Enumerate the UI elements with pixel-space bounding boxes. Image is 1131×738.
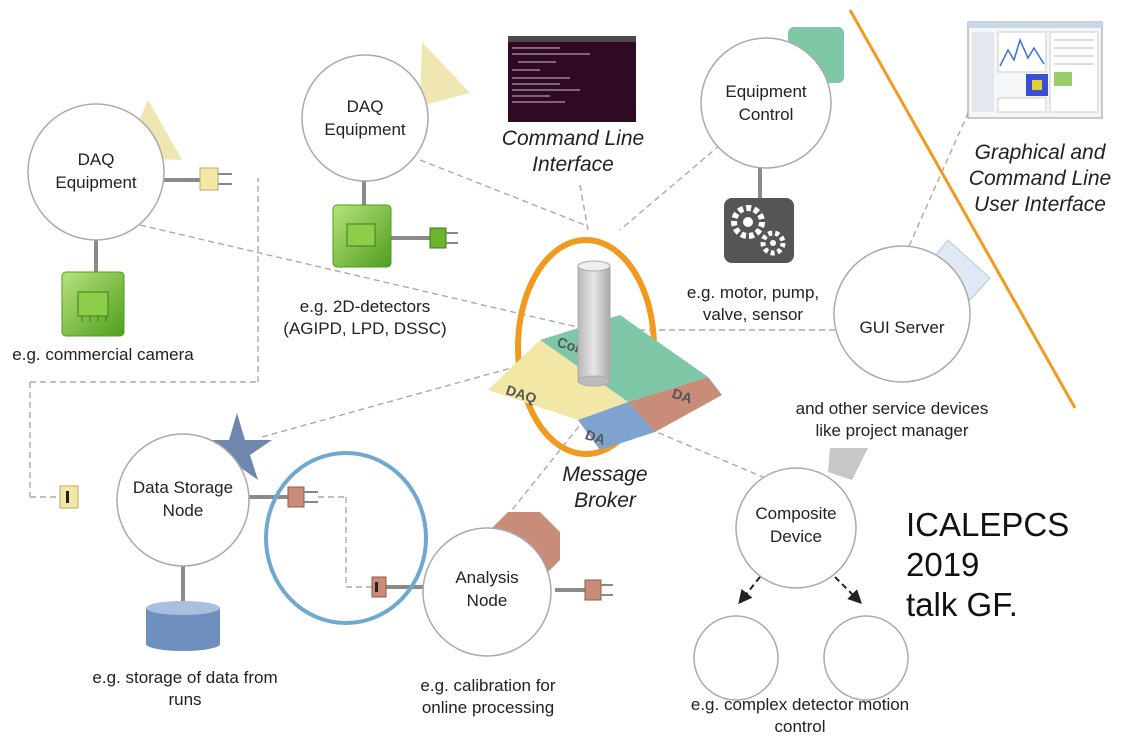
daq-equipment-center-label: DAQ Equipment bbox=[324, 97, 406, 139]
gui-separator-line bbox=[848, 9, 1077, 409]
plug-icon bbox=[584, 579, 613, 601]
triangle-icon bbox=[420, 42, 470, 106]
gui-server-label: GUI Server bbox=[859, 318, 945, 337]
data-storage-label: Data Storage Node bbox=[132, 478, 234, 520]
daq-equipment-left-label: DAQ Equipment bbox=[55, 150, 137, 192]
database-icon bbox=[146, 601, 220, 651]
node-connectors bbox=[94, 167, 762, 608]
equipment-examples-label: e.g. motor, pump, valve, sensor bbox=[686, 283, 820, 324]
equipment-control-node bbox=[700, 37, 832, 169]
commercial-camera-label: e.g. commercial camera bbox=[12, 345, 194, 364]
terminal-screenshot bbox=[508, 36, 636, 122]
data-storage-node bbox=[116, 433, 250, 567]
gui-screenshot bbox=[967, 21, 1103, 119]
daq-equipment-left-node bbox=[27, 103, 165, 241]
conference-label: ICALEPCS 2019 talk GF. bbox=[906, 506, 1070, 623]
analysis-node-label: Analysis Node bbox=[455, 568, 519, 610]
chevron-shape-icon bbox=[828, 448, 868, 480]
service-devices-label: and other service devices like project m… bbox=[795, 399, 989, 440]
broker-cylinder-icon bbox=[577, 260, 611, 387]
arrow-to-child-left bbox=[738, 576, 761, 605]
plug-icon bbox=[59, 485, 79, 509]
plug-icon bbox=[429, 227, 458, 249]
equipment-control-label: Equipment Control bbox=[725, 82, 807, 124]
star-icon bbox=[202, 413, 272, 480]
plug-icon bbox=[199, 167, 232, 191]
composite-device-label: Composite Device bbox=[755, 504, 837, 546]
child-device-node-left bbox=[693, 615, 779, 701]
plug-icon bbox=[287, 486, 318, 508]
gears-icon bbox=[724, 198, 794, 263]
gui-cli-label: Graphical and Command Line User Interfac… bbox=[968, 141, 1112, 216]
detectors-2d-label: e.g. 2D-detectors (AGIPD, LPD, DSSC) bbox=[283, 297, 447, 338]
plug-icon bbox=[371, 576, 387, 598]
composite-device-node bbox=[735, 467, 857, 589]
child-device-node-right bbox=[823, 615, 909, 701]
puzzle-label-da: DA bbox=[670, 385, 694, 406]
calibration-label: e.g. calibration for online processing bbox=[420, 676, 556, 717]
daq-equipment-center-node bbox=[301, 54, 429, 182]
arrow-to-child-right bbox=[834, 576, 862, 604]
analysis-node bbox=[422, 527, 552, 657]
cli-label: Command Line Interface bbox=[501, 127, 645, 176]
storage-analysis-highlight-ellipse bbox=[264, 451, 428, 625]
puzzle-label-da-bottom: DA bbox=[583, 426, 607, 447]
chip-icon bbox=[61, 271, 125, 337]
motion-control-label: e.g. complex detector motion control bbox=[690, 695, 910, 736]
storage-runs-label: e.g. storage of data from runs bbox=[92, 668, 278, 709]
chip-icon bbox=[332, 204, 392, 268]
gui-server-node bbox=[833, 245, 971, 383]
broker-label: Message Broker bbox=[562, 463, 648, 512]
